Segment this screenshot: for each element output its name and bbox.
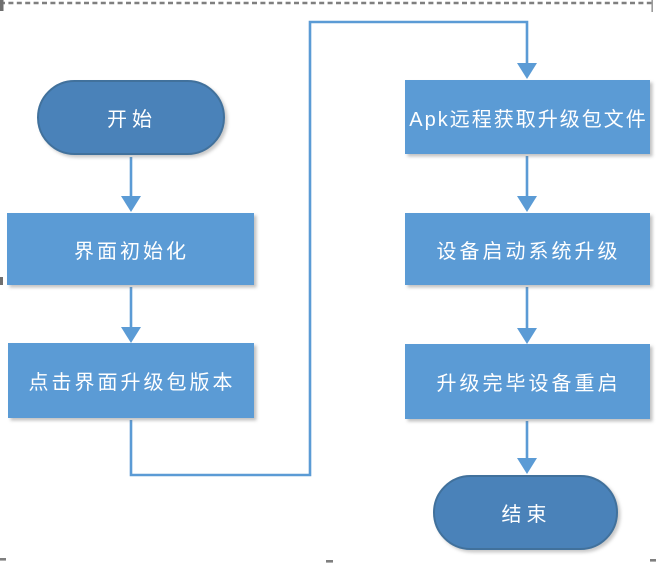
connector-init-to-click [121, 287, 141, 343]
node-start-label: 开始 [107, 109, 157, 131]
connector-apk-to-upgrade [517, 156, 537, 212]
page-break-mark-bottom-right [650, 559, 656, 562]
node-apk-fetch-label: Apk远程获取升级包文件 [409, 108, 648, 131]
page-break-mark-top-left [0, 0, 4, 11]
connector-start-to-init [121, 157, 141, 212]
connector-reboot-to-end [517, 421, 537, 474]
node-start: 开始 [37, 80, 225, 155]
node-click-upgrade: 点击界面升级包版本 [8, 343, 254, 418]
node-ui-init: 界面初始化 [7, 213, 254, 285]
node-device-reboot-label: 升级完毕设备重启 [436, 373, 621, 395]
page-break-mark-bottom-center [326, 560, 333, 563]
node-ui-init-label: 界面初始化 [74, 240, 189, 263]
page-break-mark-bottom-left [0, 558, 6, 561]
node-system-upgrade: 设备启动系统升级 [405, 213, 650, 285]
node-device-reboot: 升级完毕设备重启 [405, 344, 650, 419]
node-end: 结束 [433, 475, 618, 550]
page-break-mark-left [0, 277, 3, 285]
node-system-upgrade-label: 设备启动系统升级 [436, 240, 621, 263]
connector-click-to-apk [129, 20, 537, 477]
node-click-upgrade-label: 点击界面升级包版本 [28, 372, 236, 394]
node-apk-fetch: Apk远程获取升级包文件 [405, 80, 650, 154]
connector-upgrade-to-reboot [517, 287, 537, 344]
node-end-label: 结束 [501, 504, 552, 526]
